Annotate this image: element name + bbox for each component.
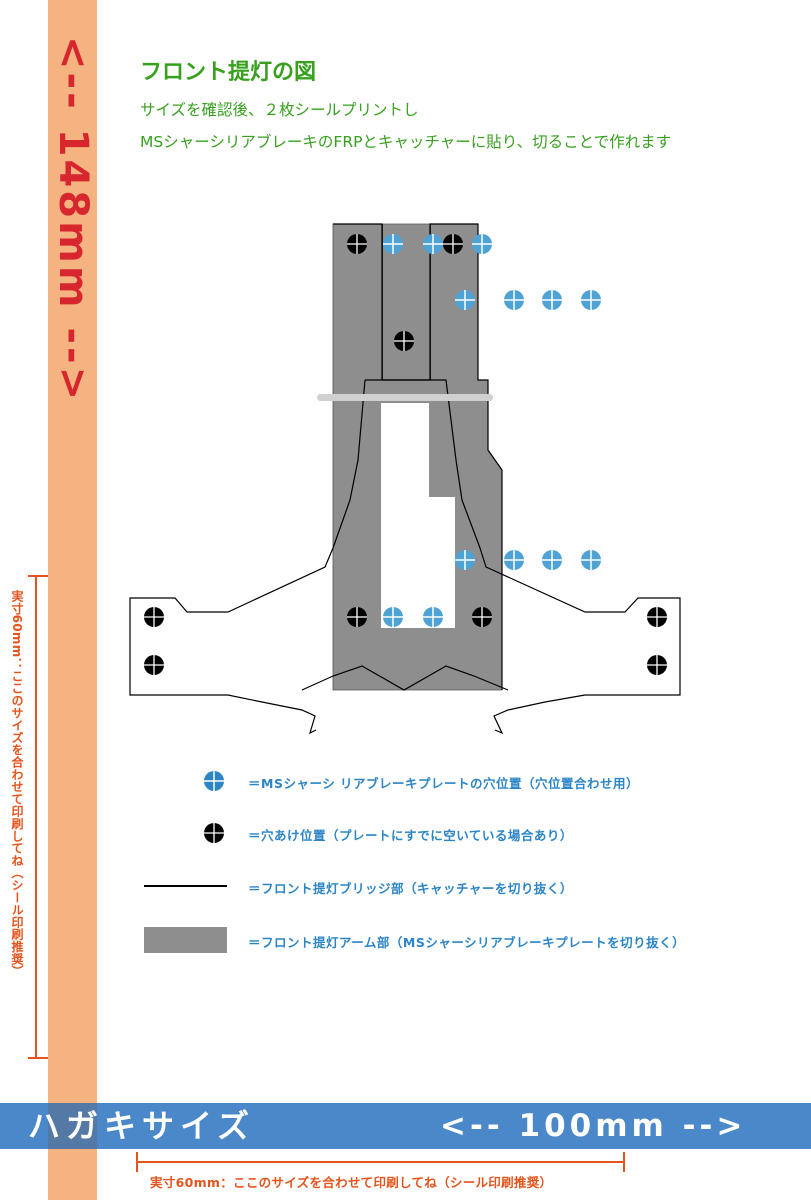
description-line-2: MSシャーシリアブレーキのFRPとキャッチャーに貼り、切ることで作れます <box>140 133 672 151</box>
bridge-outline <box>129 223 681 735</box>
print-note-horizontal: 実寸60mm：ここのサイズを合わせて印刷してね（シール印刷推奨） <box>150 1175 553 1190</box>
vertical-measure-bracket <box>28 575 48 1059</box>
arm-gray-shape <box>332 223 503 691</box>
legend-black-hole-icon <box>204 823 224 843</box>
legend-black-hole-label: ＝穴あけ位置（プレートにすでに空いている場合あり） <box>248 828 573 843</box>
left-size-band <box>48 0 97 1200</box>
vertical-dimension-label: <-- 148mm --> <box>50 36 96 404</box>
guide-bar <box>317 394 493 401</box>
description-line-1: サイズを確認後、２枚シールプリントし <box>140 101 419 119</box>
horizontal-measure-bracket <box>136 1152 625 1172</box>
black-holes <box>144 234 667 675</box>
legend-gray-fill-label: ＝フロント提灯アーム部（MSシャーシリアブレーキプレートを切り抜く） <box>248 935 686 950</box>
legend-gray-fill-icon <box>144 927 227 953</box>
print-note-vertical: 実寸60mm：ここのサイズを合わせて印刷してね（シール印刷推奨） <box>10 590 24 978</box>
legend-blue-hole-icon <box>204 771 224 791</box>
postcard-size-bar <box>0 1103 811 1149</box>
postcard-size-title: ハガキサイズ <box>28 1107 256 1145</box>
legend-line-label: ＝フロント提灯ブリッジ部（キャッチャーを切り抜く） <box>248 881 573 896</box>
horizontal-dimension-label: <-- 100mm --> <box>440 1108 747 1144</box>
page-title: フロント提灯の図 <box>140 60 317 85</box>
legend-blue-hole-label: ＝MSシャーシ リアブレーキプレートの穴位置（穴位置合わせ用） <box>248 776 640 791</box>
blue-holes <box>383 234 601 627</box>
band-overlap <box>48 1103 97 1149</box>
